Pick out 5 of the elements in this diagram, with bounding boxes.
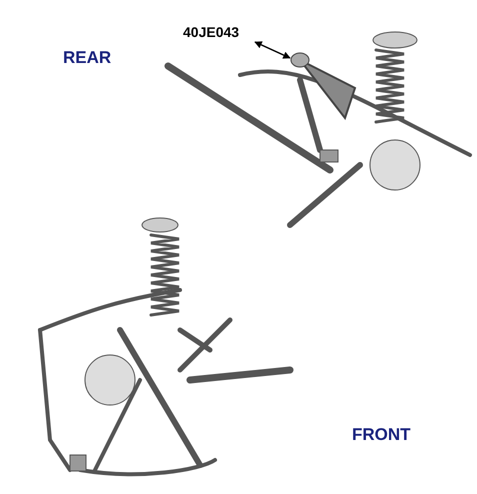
leader-line	[254, 41, 291, 59]
control-arm	[290, 52, 356, 120]
section-label: FRONT	[352, 425, 411, 445]
part-number: 40JE043	[183, 24, 240, 40]
section-label: REAR	[63, 48, 112, 68]
